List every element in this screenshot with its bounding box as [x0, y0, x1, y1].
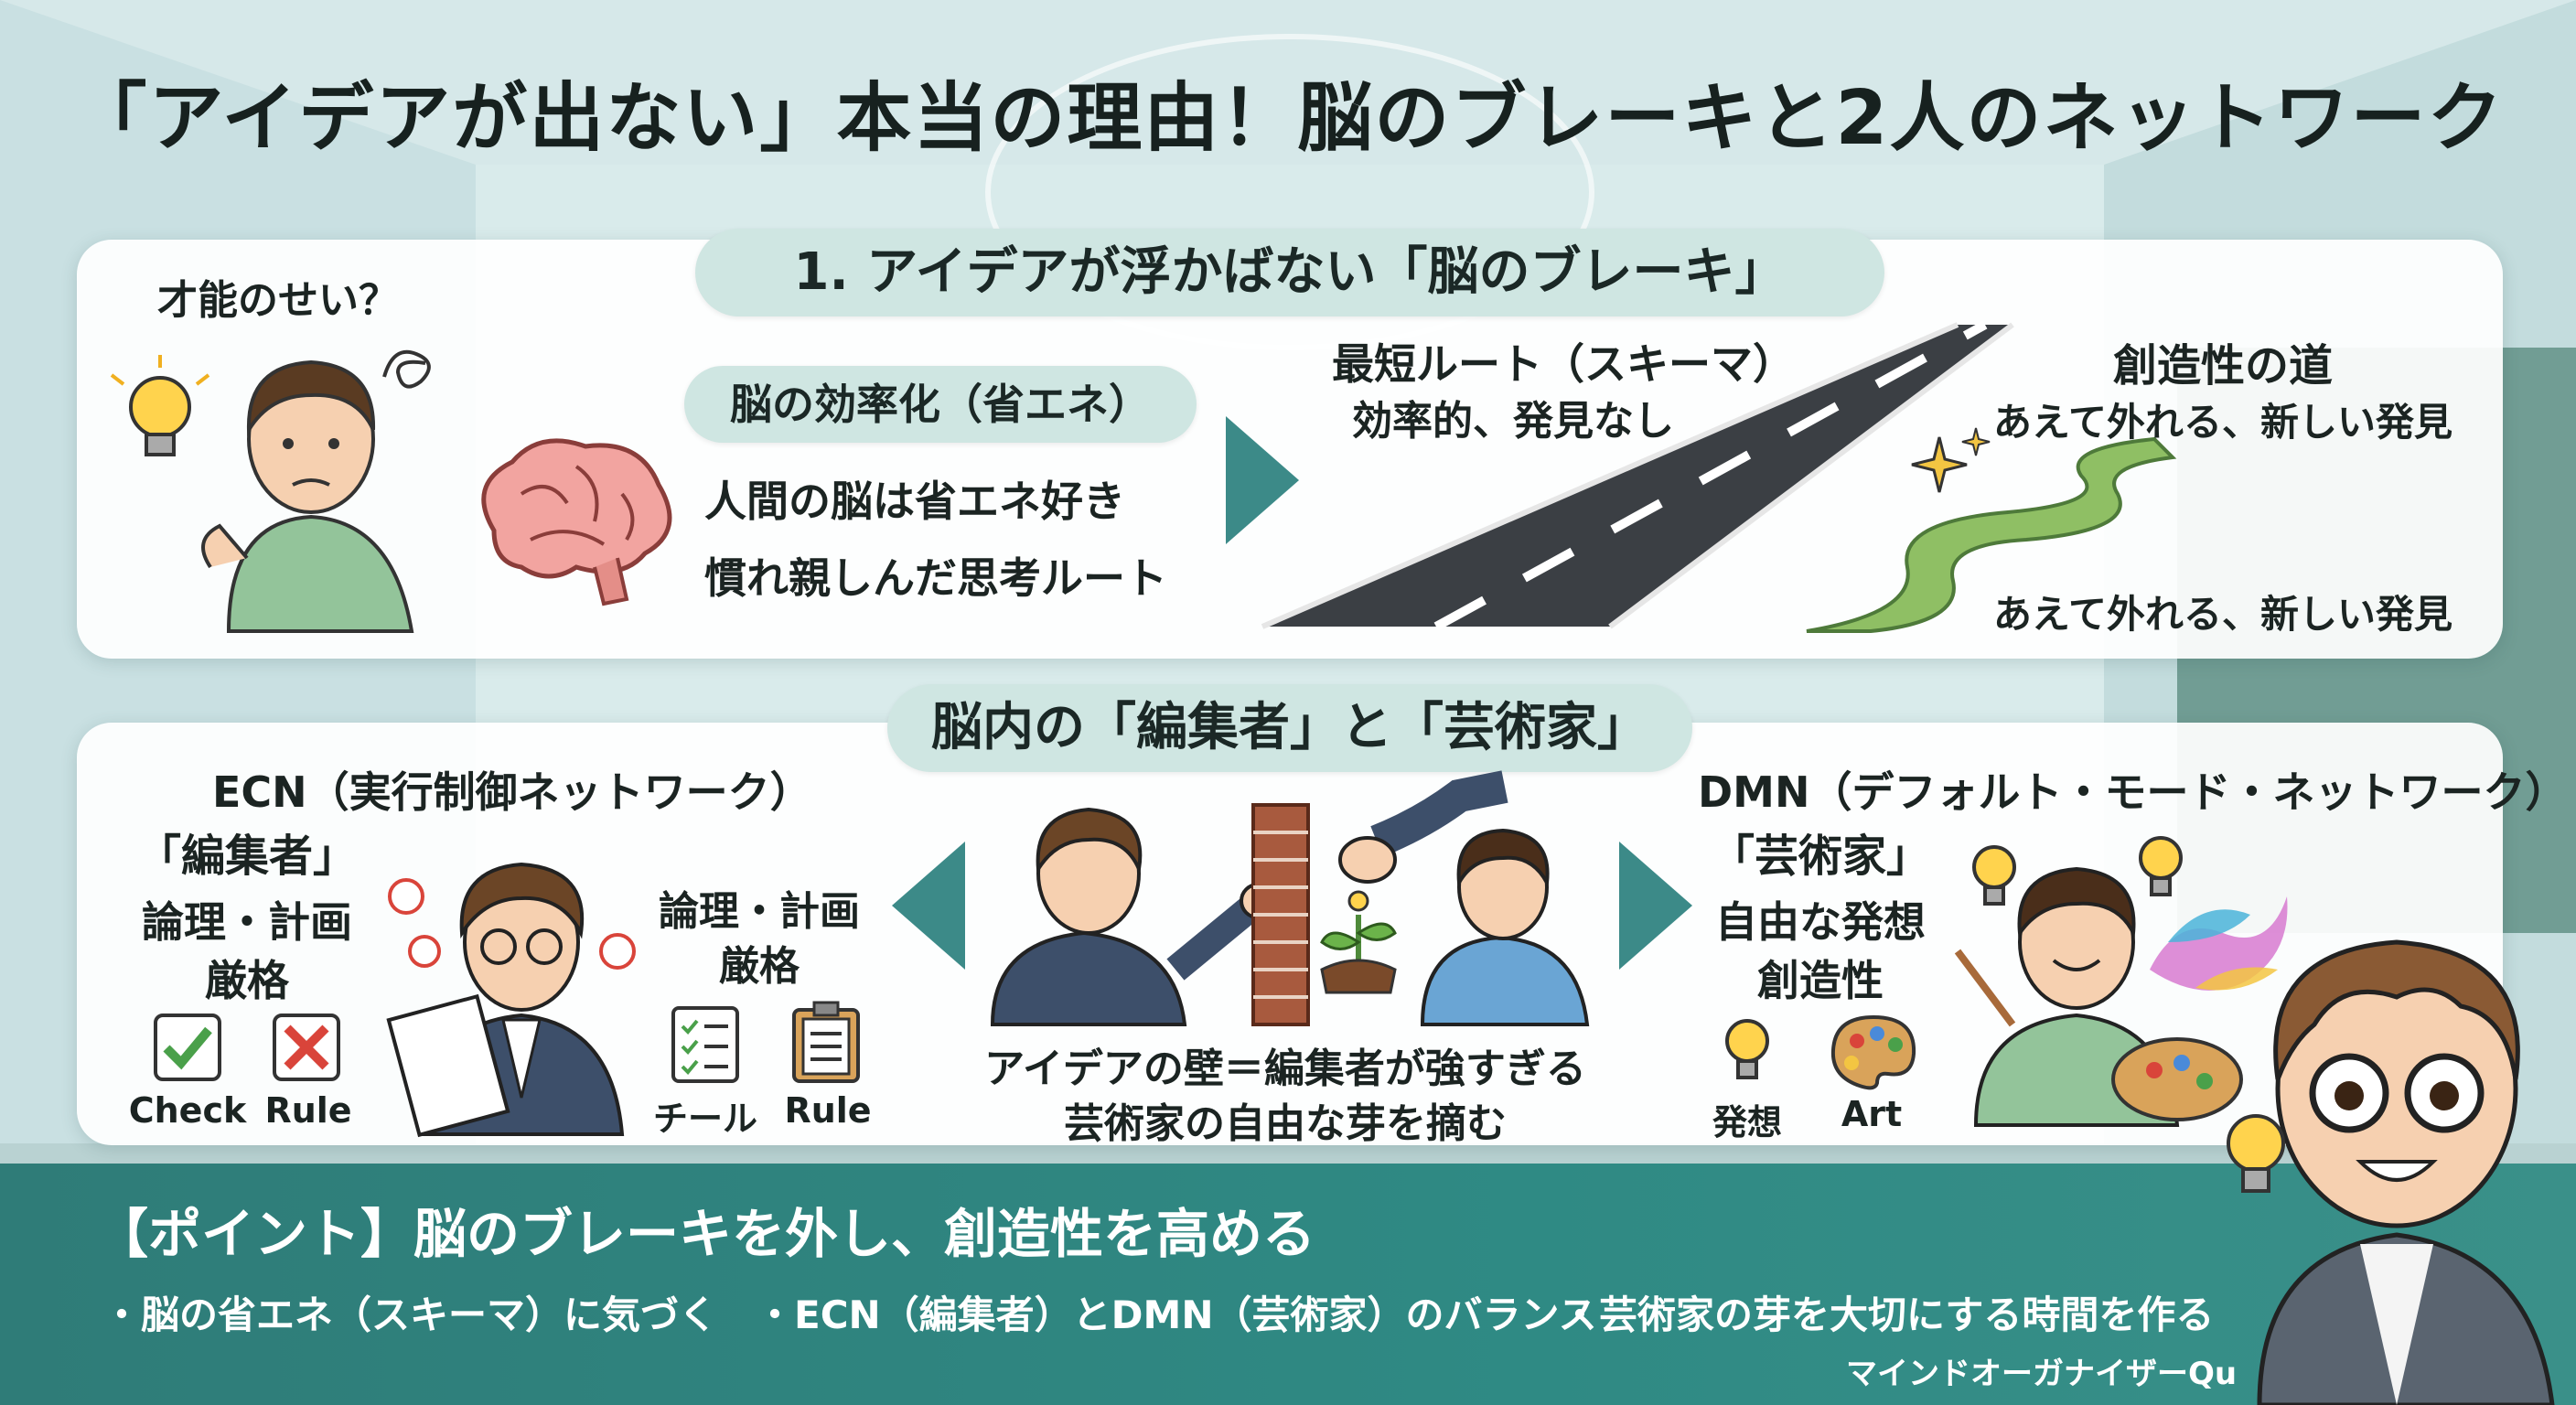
artist-figure — [1954, 866, 2243, 1127]
check-icon — [154, 1014, 221, 1081]
dmn-title: DMN（デフォルト・モード・ネットワーク） — [1698, 767, 2568, 817]
lightbulb-icon-3 — [1972, 845, 2016, 906]
signature: マインドオーガナイザーQu — [1846, 1356, 2238, 1392]
brick-wall-icon — [1251, 803, 1310, 1026]
paint-splash-icon — [2150, 896, 2288, 991]
creative-road-title: 創造性の道 — [2112, 340, 2333, 391]
point-heading: 【ポイント】脳のブレーキを外し、創造性を高める — [95, 1203, 1316, 1265]
arrow-left-icon — [892, 842, 965, 970]
rule-label: Rule — [264, 1090, 352, 1131]
page-title: 「アイデアが出ない」本当の理由！脳のブレーキと2人のネットワーク — [71, 75, 2505, 162]
sparkle-icon — [1911, 427, 1991, 493]
point-bullet3: ・芸術家の芽を大切にする時間を作る — [1561, 1292, 2215, 1337]
arrow-right-icon — [1226, 416, 1299, 544]
cross-icon — [273, 1014, 340, 1081]
lightbulb-icon-2 — [1725, 1019, 1769, 1079]
efficiency-pill: 脳の効率化（省エネ） — [684, 366, 1197, 443]
efficiency-line1: 人間の脳は省エネ好き — [704, 477, 1125, 526]
idea-label: 発想 — [1712, 1102, 1782, 1142]
ecn-title: ECN（実行制御ネットワーク） — [212, 767, 812, 817]
dmn-role: 「芸術家」 — [1711, 831, 1931, 882]
shortest-route-title: 最短ルート（スキーマ） — [1332, 339, 1795, 389]
dmn-traits-2: 創造性 — [1757, 956, 1884, 1005]
creative-road-sub: あえて外れる、新しい発見 — [1993, 400, 2453, 445]
shortest-route-sub: 効率的、発見なし — [1352, 398, 1674, 445]
arrow-right-icon-2 — [1619, 842, 1692, 970]
point-banner — [0, 1164, 2576, 1405]
wall-line1: アイデアの壁＝編集者が強すぎる — [984, 1046, 1586, 1092]
worried-person — [201, 359, 414, 633]
editor-figure — [386, 862, 636, 1138]
point-bullet2: ・ECN（編集者）とDMN（芸術家）のバランス — [756, 1292, 1597, 1337]
palette-icon — [1830, 1014, 1916, 1090]
section1-heading: 1. アイデアが浮かばない「脳のブレーキ」 — [695, 229, 1884, 316]
efficiency-line2: 慣れ親しんだ思考ルート — [704, 553, 1167, 603]
mascot-character — [2227, 939, 2555, 1405]
checklist-label: チール — [652, 1099, 757, 1139]
ecn-traits-b2: 厳格 — [719, 943, 800, 990]
brain-icon — [481, 438, 672, 606]
art-label: Art — [1841, 1094, 1903, 1134]
sprout-icon — [1320, 890, 1397, 994]
ecn-role: 「編集者」 — [137, 831, 358, 882]
confused-scribble-icon — [382, 349, 431, 389]
wall-line2: 芸術家の自由な芽を摘む — [1064, 1100, 1507, 1147]
wall-scene — [990, 770, 1590, 1026]
section2-heading: 脳内の「編集者」と「芸術家」 — [887, 684, 1692, 772]
rule-label-2: Rule — [784, 1090, 872, 1131]
lightbulb-icon-4 — [2139, 836, 2183, 896]
checklist-icon — [671, 1006, 739, 1083]
lightbulb-icon — [110, 355, 210, 456]
ecn-traits-2: 厳格 — [205, 956, 289, 1005]
winding-path-icon — [1806, 436, 2177, 633]
creative-road-bottom: あえて外れる、新しい発見 — [1993, 592, 2453, 637]
point-bullet1: ・脳の省エネ（スキーマ）に気づく — [102, 1292, 718, 1337]
dmn-traits-1: 自由な発想 — [1715, 897, 1926, 947]
road-icon — [1261, 320, 2014, 631]
ecn-traits-b1: 論理・計画 — [659, 888, 860, 935]
check-label: Check — [128, 1090, 247, 1131]
talent-question: 才能のせい？ — [157, 277, 399, 324]
ecn-traits-1: 論理・計画 — [142, 897, 352, 947]
clipboard-icon — [792, 1001, 860, 1083]
